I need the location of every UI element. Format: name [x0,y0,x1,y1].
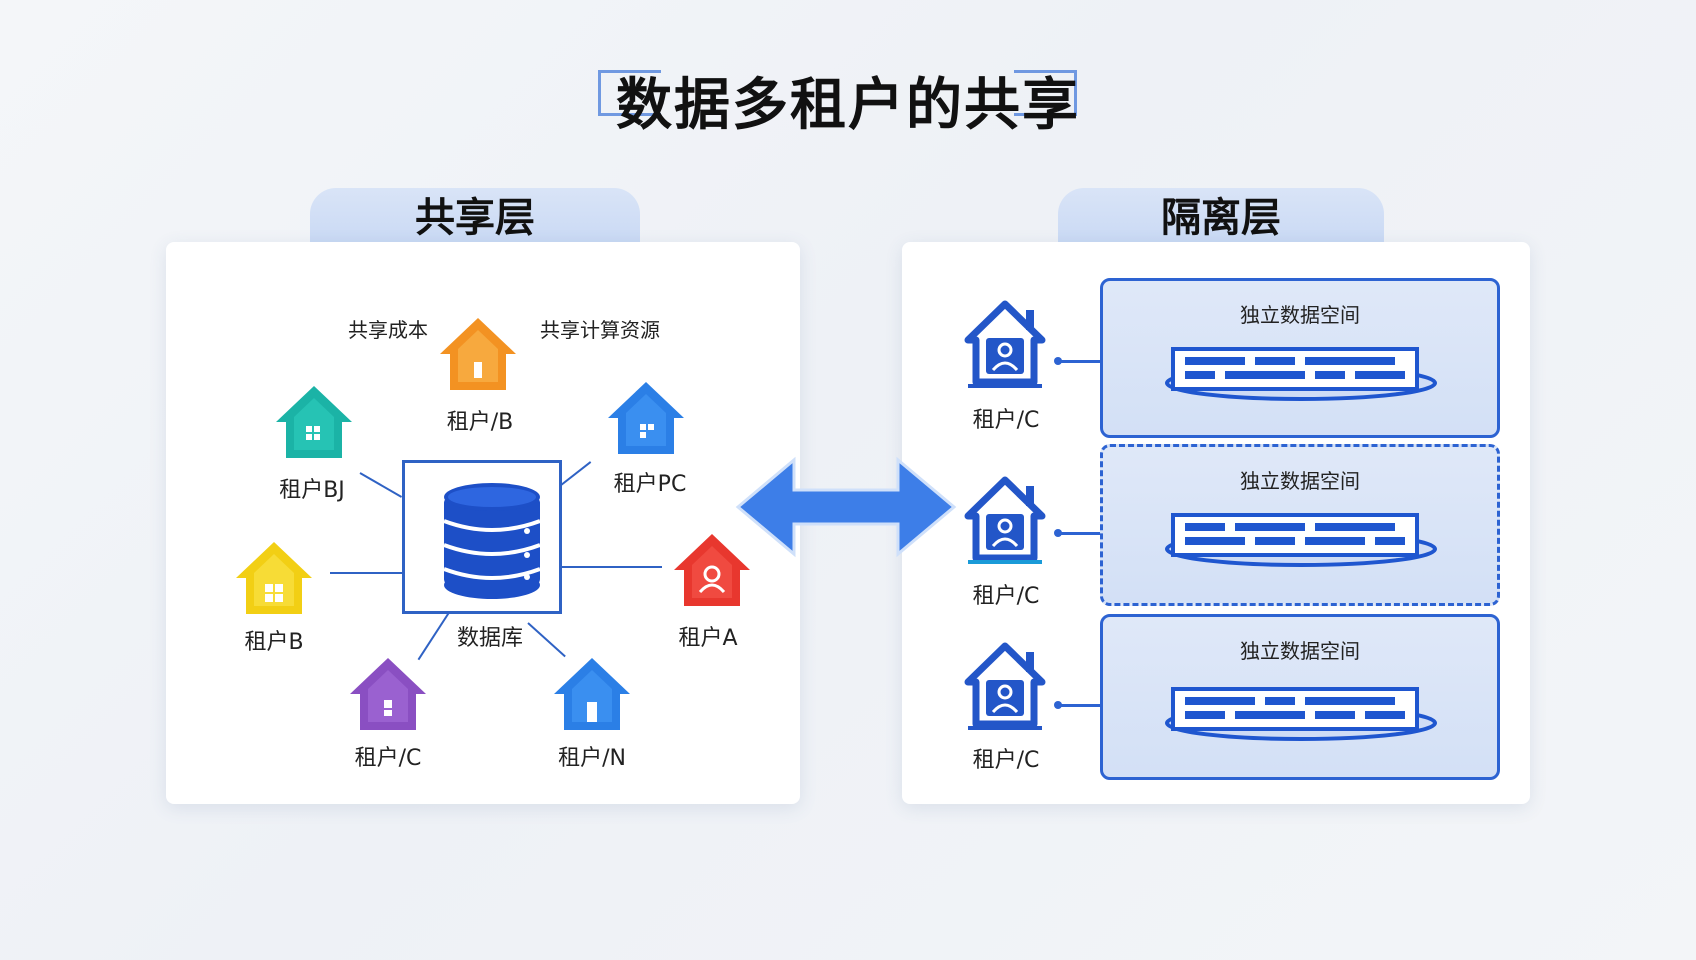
tenant-label: 租户A [678,626,738,651]
isolated-space-box: 独立数据空间 [1100,444,1500,606]
isolated-space-title: 独立数据空间 [1240,469,1360,493]
tenant-label: 租户/B [446,410,514,435]
note-shared-compute: 共享计算资源 [540,318,660,342]
tenant-c-house-icon [350,658,426,730]
tenant-label: 租户B [244,630,304,655]
database-icon [443,483,541,599]
isolated-space-box: 独立数据空间 [1100,614,1500,780]
double-arrow-icon [735,456,957,558]
tenant-label: 租户/C [972,584,1040,609]
tenant-isolated-house-icon [964,476,1046,564]
tenant-n-house-icon [554,658,630,730]
tenant-label: 租户/C [972,748,1040,773]
connector-line [330,572,402,574]
tenant-pc-house-icon [608,382,684,454]
title-area: 数据多租户的共享 [0,56,1696,138]
isolation-connector [1054,529,1100,537]
database-box [402,460,562,614]
data-storage-icon [1165,347,1437,401]
note-shared-cost: 共享成本 [348,318,428,342]
tenant-isolated-house-icon [964,642,1046,730]
isolated-space-title: 独立数据空间 [1240,303,1360,327]
isolation-connector [1054,357,1100,365]
isolated-space-title: 独立数据空间 [1240,639,1360,663]
tenant-b-yellow-house-icon [236,542,312,614]
connector-line [556,566,662,568]
tenant-label: 租户PC [613,472,687,497]
isolated-layer-tab: 隔离层 [1058,188,1384,246]
tenant-bj-house-icon [276,386,352,458]
tenant-isolated-house-icon [964,300,1046,388]
data-storage-icon [1165,687,1437,741]
title-bracket-left [598,70,661,116]
tenant-a-house-icon [674,534,750,606]
title-bracket-right [1014,70,1077,116]
shared-layer-tab: 共享层 [310,188,640,246]
tenant-b-house-icon [440,318,516,390]
database-label: 数据库 [456,626,524,651]
tenant-label: 租户/C [354,746,422,771]
tenant-label: 租户/N [558,746,626,771]
tenant-label: 租户BJ [279,478,345,503]
data-storage-icon [1165,513,1437,567]
tenant-label: 租户/C [972,408,1040,433]
page-title: 数据多租户的共享 [616,73,1080,138]
isolated-space-box: 独立数据空间 [1100,278,1500,438]
isolation-connector [1054,701,1100,709]
